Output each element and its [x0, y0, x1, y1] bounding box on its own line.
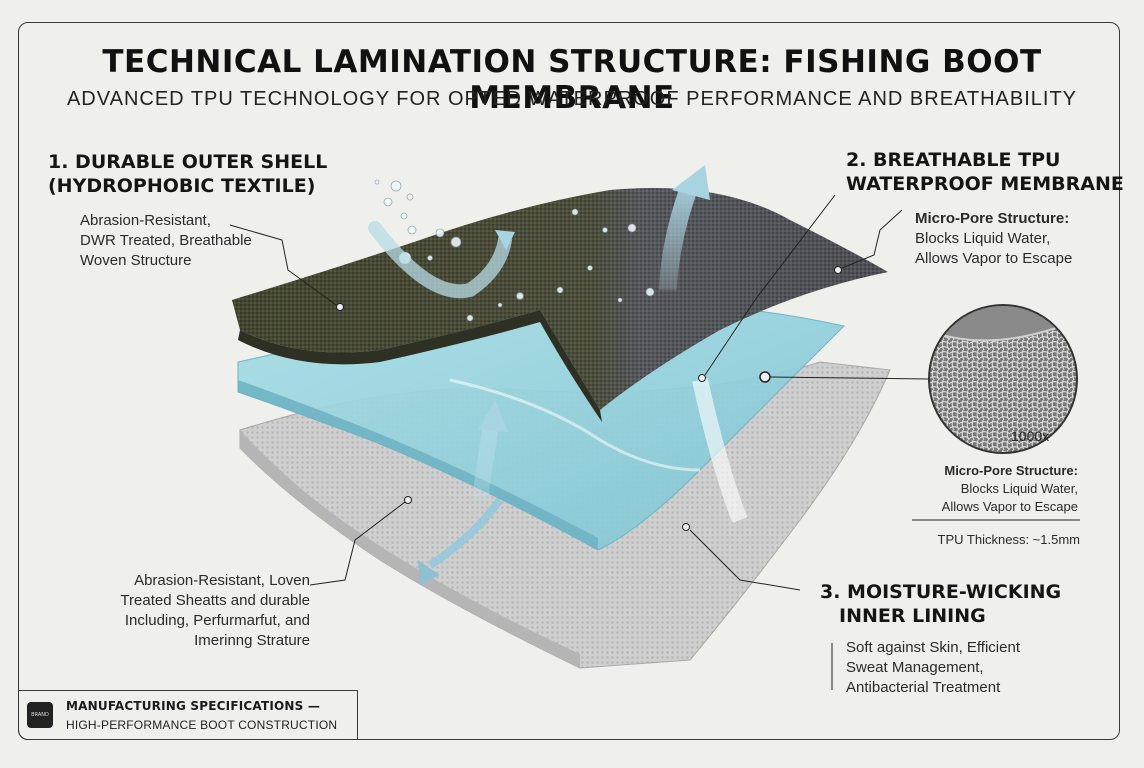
outer-shell-layer — [232, 188, 888, 422]
zoom-magnification: 1000x — [1011, 428, 1050, 444]
footer-panel: BRAND — [18, 690, 358, 740]
airflow-arrows — [368, 165, 748, 585]
layer2-description: Micro-Pore Structure: Blocks Liquid Wate… — [915, 209, 1072, 269]
left-note-line-4: Imerinng Strature — [194, 632, 310, 649]
tpu-thickness: TPU Thickness: ~1.5mm — [937, 532, 1080, 547]
layer3-heading-line-1: 3. MOISTURE-WICKING — [820, 581, 1062, 603]
callout-lines — [229, 194, 1080, 690]
zoom-desc-title: Micro-Pore Structure: — [944, 463, 1078, 478]
layer1-heading: 1. DURABLE OUTER SHELL (HYDROPHOBIC TEXT… — [48, 150, 327, 198]
footer-line-2: HIGH-PERFORMANCE BOOT CONSTRUCTION — [66, 718, 338, 732]
layer2-desc-line-2: Allows Vapor to Escape — [915, 250, 1073, 267]
layer1-heading-line-2: (HYDROPHOBIC TEXTILE) — [48, 175, 316, 197]
left-note: Abrasion-Resistant, Loven Treated Sheatt… — [70, 571, 310, 651]
zoom-desc-line-2: Allows Vapor to Escape — [941, 499, 1078, 514]
zoom-desc-line-1: Blocks Liquid Water, — [960, 481, 1078, 496]
layer3-desc-line-1: Soft against Skin, Efficient — [846, 639, 1020, 656]
layer3-desc-line-3: Antibacterial Treatment — [846, 679, 1001, 696]
layer1-desc-line-1: Abrasion-Resistant, — [80, 212, 211, 229]
layer1-desc-line-3: Woven Structure — [80, 252, 192, 269]
water-droplets — [374, 179, 655, 322]
layer2-heading-line-2: WATERPROOF MEMBRANE — [846, 173, 1124, 195]
layer1-description: Abrasion-Resistant, DWR Treated, Breatha… — [80, 211, 252, 271]
brand-logo: BRAND — [27, 702, 53, 728]
footer-line-1: MANUFACTURING SPECIFICATIONS — — [66, 699, 321, 713]
layer3-heading: 3. MOISTURE-WICKING INNER LINING — [820, 580, 1061, 628]
micro-pore-zoom — [928, 304, 1078, 454]
tpu-membrane-layer — [237, 302, 845, 551]
layer2-desc-line-1: Blocks Liquid Water, — [915, 230, 1051, 247]
left-note-line-2: Treated Sheatts and durable — [120, 592, 310, 609]
layer2-heading: 2. BREATHABLE TPU WATERPROOF MEMBRANE — [846, 148, 1124, 196]
frame-border — [18, 22, 1120, 740]
zoom-description: Micro-Pore Structure: Blocks Liquid Wate… — [900, 462, 1078, 516]
layer3-desc-line-2: Sweat Management, — [846, 659, 984, 676]
layer1-desc-line-2: DWR Treated, Breathable — [80, 232, 252, 249]
layer2-desc-title: Micro-Pore Structure: — [915, 210, 1070, 227]
left-note-line-3: Including, Perfurmarfut, and — [124, 612, 310, 629]
page-subtitle: ADVANCED TPU TECHNOLOGY FOR OPTED WATERP… — [66, 88, 1078, 110]
page-title: TECHNICAL LAMINATION STRUCTURE: FISHING … — [102, 44, 1042, 116]
left-note-line-1: Abrasion-Resistant, Loven — [134, 572, 310, 589]
layer1-heading-line-1: 1. DURABLE OUTER SHELL — [48, 151, 328, 173]
layer3-heading-line-2: INNER LINING — [839, 605, 986, 627]
layer2-heading-line-1: 2. BREATHABLE TPU — [846, 149, 1061, 171]
layer3-description: Soft against Skin, Efficient Sweat Manag… — [846, 638, 1020, 698]
